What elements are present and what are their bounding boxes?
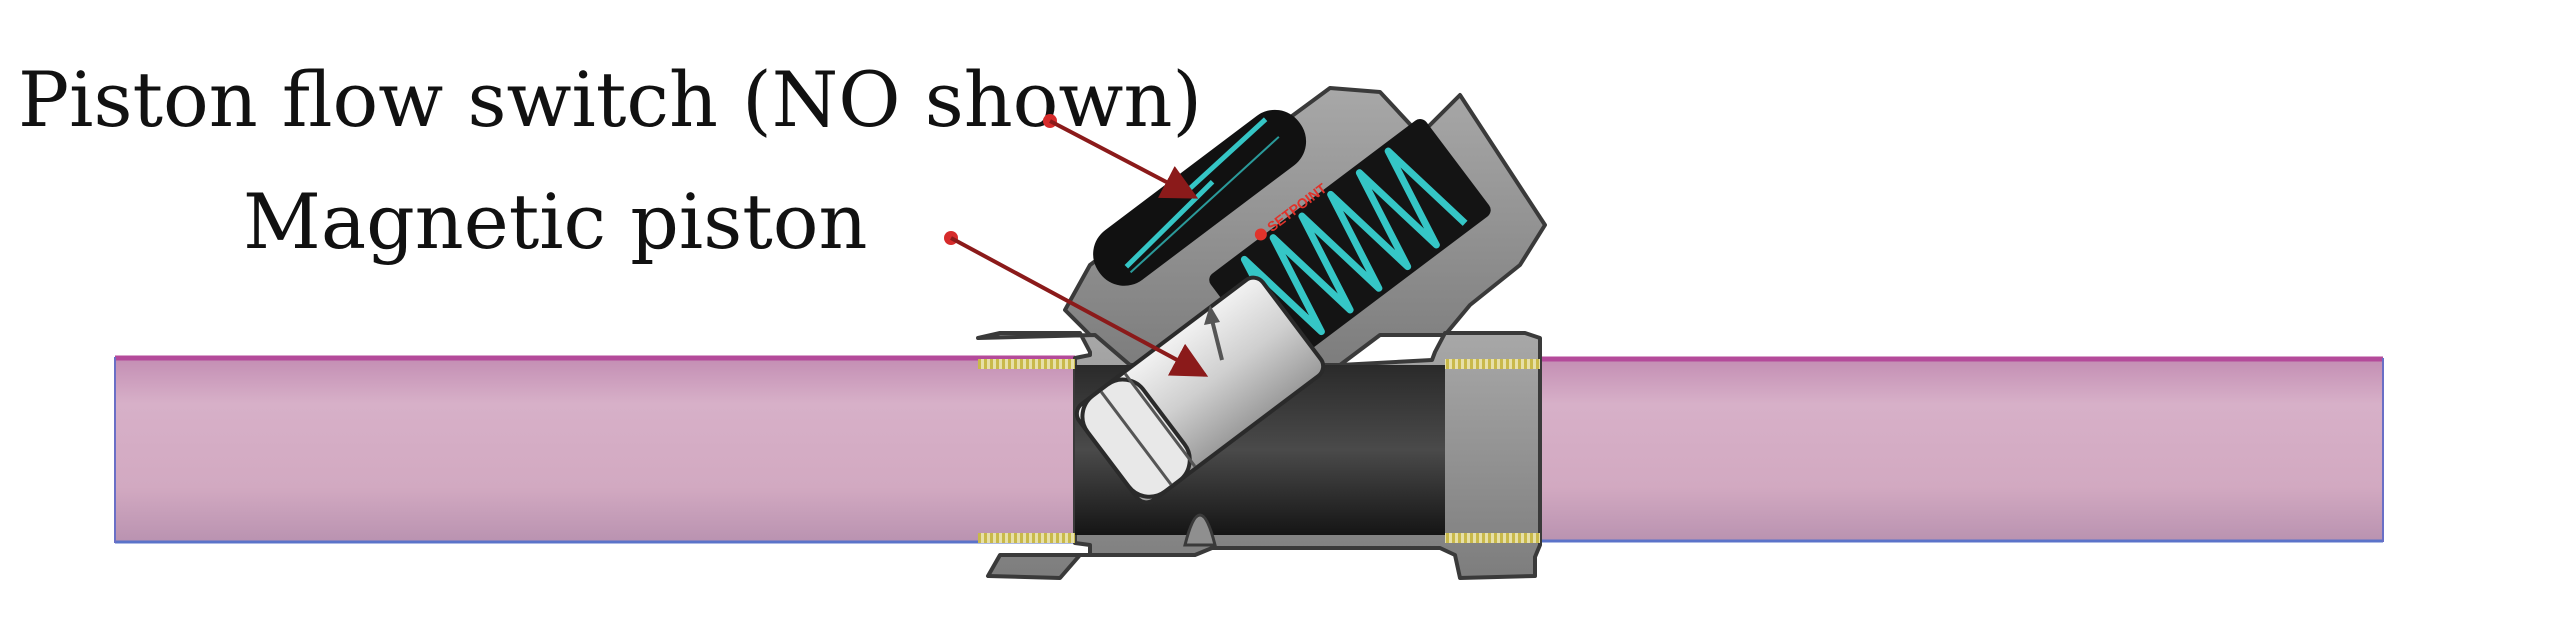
left-pipe [114,355,1075,544]
switch-callout [1043,114,1199,199]
piston-callout [944,231,1209,377]
magnetic-piston-icon [1074,275,1326,505]
right-thread-bottom [1445,533,1540,543]
spring-icon [1240,147,1468,355]
right-thread [1445,359,1540,369]
reed-switch-icon [1093,109,1307,286]
piston-label: Magnetic piston [243,177,867,266]
left-thread-bottom [978,533,1075,543]
flow-direction-arrow-icon [1204,305,1224,361]
switch-label: Piston flow switch (NO shown) [18,55,1202,144]
right-pipe [1445,356,2384,543]
left-thread [978,359,1075,369]
